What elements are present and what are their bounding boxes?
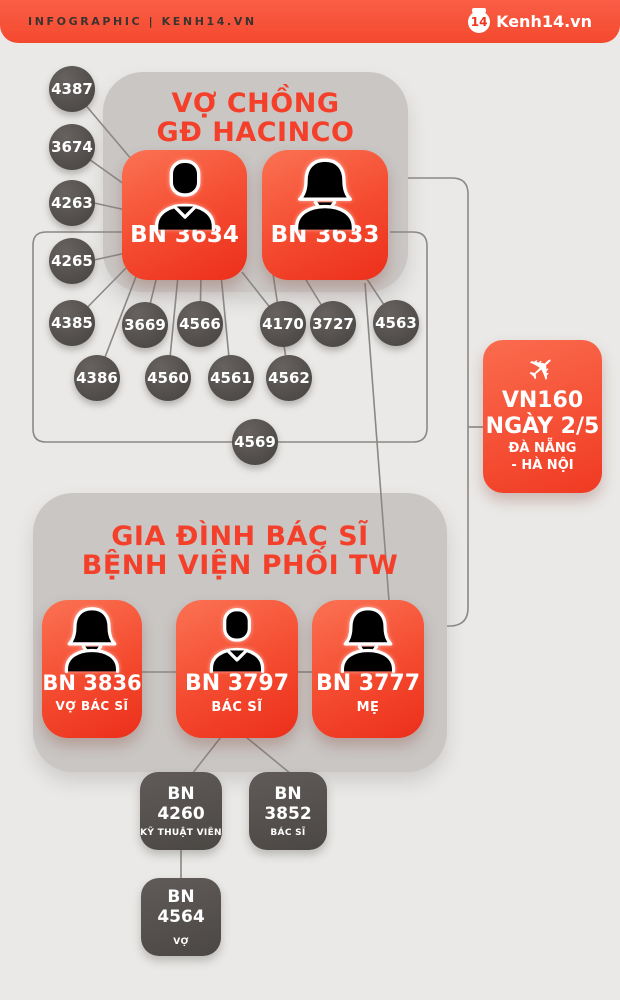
kenh14-badge-icon: 14 bbox=[468, 7, 491, 33]
contact-circle: 4263 bbox=[49, 180, 95, 226]
patient-role: MẸ bbox=[356, 700, 380, 715]
patient-card-bn3633: BN 3633 bbox=[262, 150, 388, 280]
contact-circle: 3669 bbox=[122, 302, 168, 348]
contact-circle: 4561 bbox=[208, 355, 254, 401]
patient-role: BÁC SĨ bbox=[211, 700, 263, 715]
patient-card-bn3634: BN 3634 bbox=[122, 150, 247, 280]
patient-id: BN 3797 bbox=[184, 671, 290, 696]
patient-card-bn3797: BN 3797 BÁC SĨ bbox=[176, 600, 298, 738]
contact-circle: 3727 bbox=[310, 301, 356, 347]
flight-from: ĐÀ NẴNG bbox=[508, 441, 577, 456]
flight-card: ✈ VN160 NGÀY 2/5 ĐÀ NẴNG - HÀ NỘI bbox=[483, 340, 602, 493]
male-avatar-icon bbox=[154, 159, 215, 232]
contact-circle: 4563 bbox=[373, 300, 419, 346]
header-caption: INFOGRAPHIC | KENH14.VN bbox=[28, 15, 257, 28]
plane-icon: ✈ bbox=[518, 344, 567, 394]
group1-title-line1: VỢ CHỒNG bbox=[171, 88, 340, 119]
case-role: VỢ bbox=[173, 937, 189, 947]
case-prefix: BN bbox=[167, 784, 195, 804]
group2-title-line1: GIA ĐÌNH BÁC SĨ bbox=[111, 521, 369, 552]
contact-circle: 4265 bbox=[49, 238, 95, 284]
contact-circle: 4170 bbox=[260, 301, 306, 347]
flight-to: - HÀ NỘI bbox=[511, 458, 574, 473]
case-role: KỸ THUẬT VIÊN bbox=[140, 828, 222, 838]
contact-circle: 4566 bbox=[177, 301, 223, 347]
flight-date: NGÀY 2/5 bbox=[485, 414, 600, 439]
contact-circle: 4562 bbox=[266, 355, 312, 401]
secondary-case-bn4564: BN 4564 VỢ bbox=[141, 878, 221, 956]
case-prefix: BN bbox=[274, 784, 302, 804]
group1-title-line2: GĐ HACINCO bbox=[156, 117, 355, 148]
case-number: 3852 bbox=[264, 804, 312, 824]
patient-id: BN 3777 bbox=[315, 671, 421, 696]
patient-role: VỢ BÁC SĨ bbox=[55, 699, 129, 713]
patient-card-bn3777: BN 3777 MẸ bbox=[312, 600, 424, 738]
brand-name: Kenh14.vn bbox=[496, 12, 592, 31]
flight-code: VN160 bbox=[501, 388, 584, 413]
male-avatar-icon bbox=[209, 608, 265, 673]
patient-card-bn3836: BN 3836 VỢ BÁC SĨ bbox=[42, 600, 142, 738]
contact-circle: 3674 bbox=[49, 124, 95, 170]
secondary-case-bn4260: BN 4260 KỸ THUẬT VIÊN bbox=[140, 772, 222, 850]
contact-circle: 4569 bbox=[232, 419, 278, 465]
patient-id: BN 3836 bbox=[42, 671, 142, 695]
contact-circle: 4385 bbox=[49, 300, 95, 346]
kenh14-logo: 14 Kenh14.vn bbox=[468, 7, 592, 33]
contact-circle: 4386 bbox=[74, 355, 120, 401]
case-number: 4260 bbox=[157, 804, 205, 824]
case-role: BÁC SĨ bbox=[270, 828, 306, 838]
female-avatar-icon bbox=[64, 607, 120, 673]
group2-title-line2: BỆNH VIỆN PHỐI TW bbox=[81, 550, 399, 581]
female-avatar-icon bbox=[340, 607, 396, 673]
contact-circle: 4560 bbox=[145, 355, 191, 401]
female-avatar-icon bbox=[294, 158, 356, 232]
case-number: 4564 bbox=[157, 907, 205, 927]
header-bar: INFOGRAPHIC | KENH14.VN 14 Kenh14.vn bbox=[0, 0, 620, 43]
contact-circle: 4387 bbox=[49, 66, 95, 112]
case-prefix: BN bbox=[167, 887, 195, 907]
secondary-case-bn3852: BN 3852 BÁC SĨ bbox=[249, 772, 327, 850]
